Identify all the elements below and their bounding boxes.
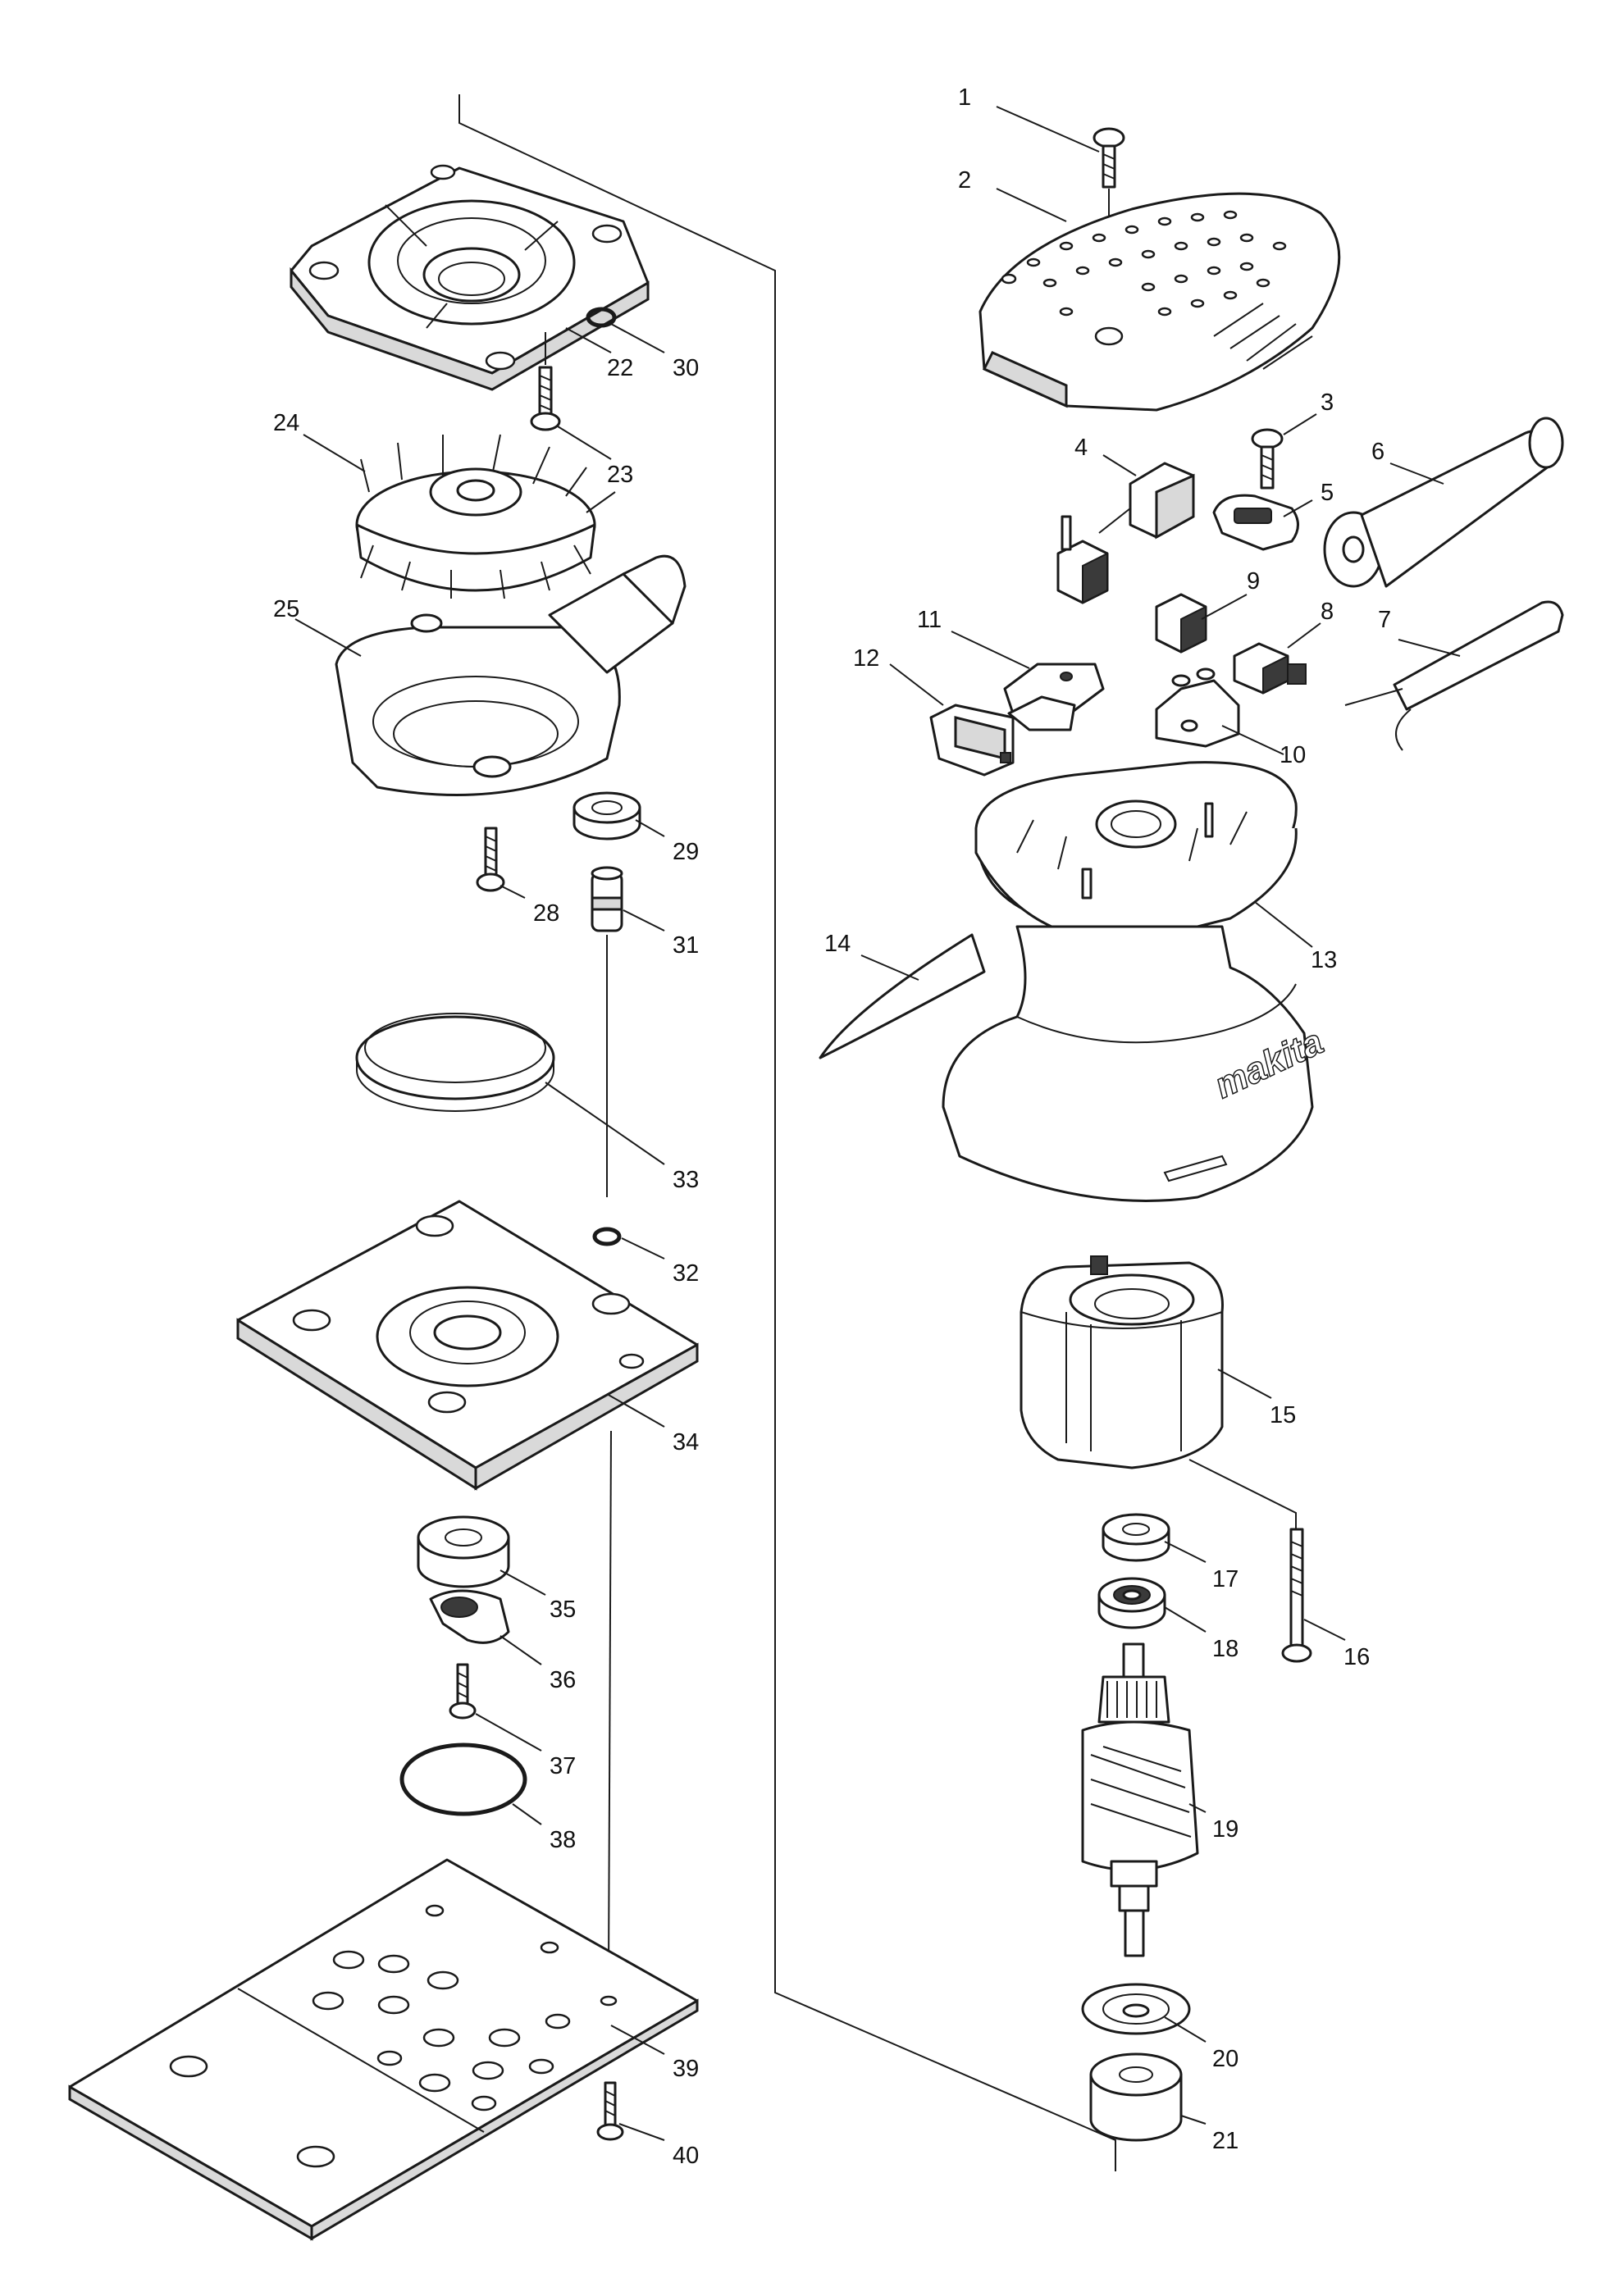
- callout-21: 21: [1212, 2128, 1239, 2154]
- assembly-frame-line: [458, 94, 1116, 2171]
- part-4-capacitor: [1056, 462, 1195, 604]
- part-21-bushing: [1089, 2052, 1183, 2142]
- callout-13: 13: [1311, 947, 1337, 973]
- part-35-bushing: [417, 1515, 510, 1588]
- callout-19: 19: [1212, 1816, 1239, 1843]
- callout-16: 16: [1343, 1644, 1370, 1670]
- callout-24: 24: [273, 410, 299, 436]
- part-10-terminal-block: [1155, 667, 1240, 748]
- part-13-motor-housing: makita: [942, 761, 1330, 1202]
- part-28-screw: [476, 827, 505, 892]
- part-14-label-strip: [819, 933, 986, 1059]
- part-25-fan-housing: [335, 554, 687, 796]
- callout-22: 22: [607, 355, 633, 381]
- callout-14: 14: [824, 931, 851, 957]
- part-12-switch-lever: [929, 704, 1015, 777]
- callout-leaders: [294, 106, 1461, 2141]
- callout-34: 34: [673, 1429, 699, 1456]
- callout-31: 31: [673, 932, 699, 959]
- part-19-armature: [1081, 1642, 1199, 1957]
- callout-29: 29: [673, 839, 699, 865]
- callout-12: 12: [853, 645, 879, 672]
- part-11-switch: [1003, 663, 1105, 731]
- part-6-cord-guard: [1323, 417, 1564, 588]
- callout-3: 3: [1321, 390, 1334, 416]
- part-31-pin: [591, 866, 623, 932]
- part-17-bushing: [1102, 1513, 1170, 1562]
- callout-37: 37: [550, 1753, 576, 1779]
- callout-1: 1: [958, 84, 971, 111]
- callout-8: 8: [1321, 599, 1334, 625]
- part-1-screw: [1093, 127, 1125, 189]
- callout-28: 28: [533, 900, 559, 927]
- part-34-base-plate: [236, 1200, 699, 1491]
- callout-40: 40: [673, 2143, 699, 2169]
- part-20-washer: [1081, 1983, 1191, 2035]
- callout-38: 38: [550, 1827, 576, 1853]
- part-38-o-ring: [399, 1742, 527, 1816]
- callout-4: 4: [1074, 435, 1088, 461]
- part-3-screw: [1251, 428, 1284, 490]
- part-16-long-screw: [1281, 1528, 1312, 1663]
- assembly-axis-15: [1188, 1459, 1297, 1529]
- callout-36: 36: [550, 1667, 576, 1693]
- callout-15: 15: [1270, 1402, 1296, 1428]
- part-36-counterweight: [429, 1589, 510, 1644]
- callout-2: 2: [958, 167, 971, 194]
- callout-9: 9: [1247, 568, 1260, 594]
- part-7-cord: [1344, 600, 1564, 751]
- part-8-brush-holder: [1233, 642, 1307, 695]
- callout-35: 35: [550, 1597, 576, 1623]
- callout-32: 32: [673, 1260, 699, 1287]
- part-39-sanding-pad: [68, 1858, 699, 2241]
- callout-labels: 1 2 3 4 5 6 7 8 9 10 11 12 13 14 15 16 1…: [273, 84, 1391, 2169]
- callout-23: 23: [607, 462, 633, 488]
- part-33-ring: [355, 1013, 555, 1112]
- callout-6: 6: [1371, 439, 1385, 465]
- callout-7: 7: [1378, 607, 1391, 633]
- callout-30: 30: [673, 355, 699, 381]
- callout-25: 25: [273, 596, 299, 622]
- part-29-bushing: [573, 791, 641, 840]
- callout-20: 20: [1212, 2046, 1239, 2072]
- callout-11: 11: [917, 607, 942, 633]
- part-23-screw: [530, 366, 561, 431]
- part-30-o-ring: [586, 307, 617, 328]
- part-22-housing-plate: [290, 164, 650, 391]
- callout-10: 10: [1280, 742, 1306, 768]
- part-2-top-cover: [979, 192, 1341, 412]
- callout-17: 17: [1212, 1566, 1239, 1592]
- part-9-terminal: [1155, 593, 1207, 654]
- part-5-strain-relief: [1212, 494, 1299, 551]
- callout-33: 33: [673, 1167, 699, 1193]
- part-18-bearing: [1097, 1577, 1166, 1629]
- callout-18: 18: [1212, 1636, 1239, 1662]
- part-40-screw: [596, 2081, 624, 2141]
- part-32-small-ring: [592, 1227, 622, 1246]
- assembly-axis-34: [608, 1430, 612, 1973]
- part-24-fan: [355, 434, 616, 599]
- part-15-field-stator: [1020, 1255, 1224, 1469]
- part-37-screw: [449, 1663, 477, 1720]
- callout-5: 5: [1321, 480, 1334, 506]
- callout-39: 39: [673, 2056, 699, 2082]
